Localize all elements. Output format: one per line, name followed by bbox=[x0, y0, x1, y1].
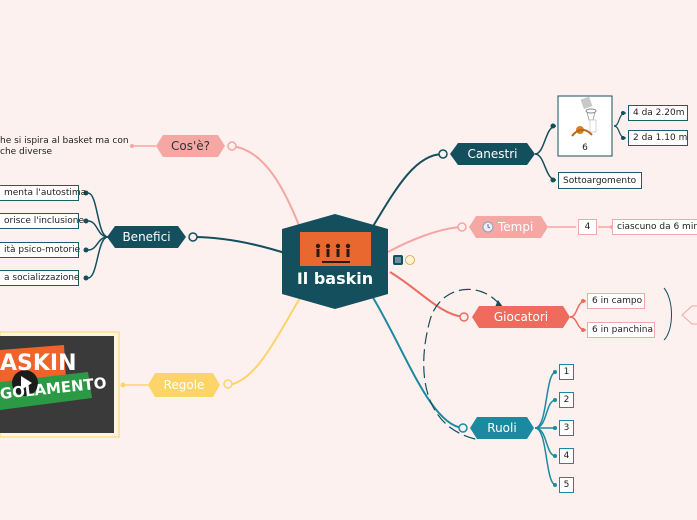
relationship-arrow bbox=[423, 288, 501, 441]
canestri-item-2[interactable]: 2 da 1.10 m bbox=[628, 130, 688, 146]
benefici-item-2[interactable]: orisce l'inclusione bbox=[0, 213, 84, 229]
giocatori-label[interactable]: Giocatori bbox=[493, 310, 549, 324]
tempi-label[interactable]: Tempi bbox=[498, 220, 534, 234]
branch-ruoli bbox=[371, 295, 464, 429]
benefici-node-shape[interactable] bbox=[107, 226, 186, 248]
ruoli-item-5[interactable]: 5 bbox=[559, 477, 574, 493]
ruoli-item-4[interactable]: 4 bbox=[559, 448, 574, 464]
video-title-1: ASKIN bbox=[0, 351, 77, 376]
benefici-label[interactable]: Benefici bbox=[122, 230, 171, 244]
giocatori-item-2[interactable]: 6 in panchina bbox=[587, 322, 655, 338]
canestri-image-caption: 6 bbox=[582, 143, 588, 153]
ruoli-item-1[interactable]: 1 bbox=[559, 364, 574, 380]
branch-regole bbox=[227, 297, 301, 386]
branch-canestri bbox=[371, 153, 444, 229]
cose-label[interactable]: Cos'è? bbox=[170, 139, 211, 153]
ruoli-label[interactable]: Ruoli bbox=[487, 421, 517, 435]
regole-video-thumbnail[interactable] bbox=[0, 331, 120, 438]
regole-node-shape[interactable] bbox=[148, 373, 220, 397]
ruoli-item-3[interactable]: 3 bbox=[559, 420, 574, 436]
cose-node-shape[interactable] bbox=[156, 135, 225, 157]
canestri-subtopic[interactable]: Sottoargomento bbox=[558, 172, 642, 189]
ruoli-item-2[interactable]: 2 bbox=[559, 392, 574, 408]
canestri-node-shape[interactable] bbox=[450, 143, 535, 165]
emoji-icon[interactable] bbox=[405, 255, 415, 265]
cose-text-line1: he si ispira al basket ma con bbox=[0, 136, 129, 146]
branch-benefici bbox=[192, 236, 289, 255]
ruoli-node-shape[interactable] bbox=[470, 417, 534, 439]
central-topic-title[interactable]: Il baskin bbox=[296, 269, 374, 288]
benefici-item-4[interactable]: a socializzazione bbox=[0, 270, 79, 286]
canestri-image-frame[interactable] bbox=[557, 95, 613, 157]
basketball-hoop-icon bbox=[571, 96, 597, 137]
branch-tempi bbox=[387, 226, 463, 253]
play-icon[interactable] bbox=[21, 376, 32, 390]
tempi-value[interactable]: 4 bbox=[578, 219, 597, 235]
canestri-label[interactable]: Canestri bbox=[467, 147, 518, 161]
canestri-item-1[interactable]: 4 da 2.20m bbox=[628, 105, 688, 121]
cose-text-line2: che diverse bbox=[0, 147, 53, 157]
branch-giocatori bbox=[389, 271, 465, 318]
benefici-item-3[interactable]: ità psico-motorie bbox=[0, 242, 80, 258]
benefici-item-1[interactable]: menta l'autostima bbox=[0, 185, 86, 201]
giocatori-node-shape[interactable] bbox=[472, 306, 570, 328]
tempi-detail[interactable]: ciascuno da 6 minu bbox=[612, 219, 697, 235]
giocatori-item-1[interactable]: 6 in campo bbox=[587, 293, 645, 309]
tempi-node-shape[interactable] bbox=[469, 216, 548, 238]
regole-label[interactable]: Regole bbox=[163, 378, 205, 392]
branch-cose bbox=[231, 145, 301, 229]
central-logo bbox=[300, 232, 371, 266]
